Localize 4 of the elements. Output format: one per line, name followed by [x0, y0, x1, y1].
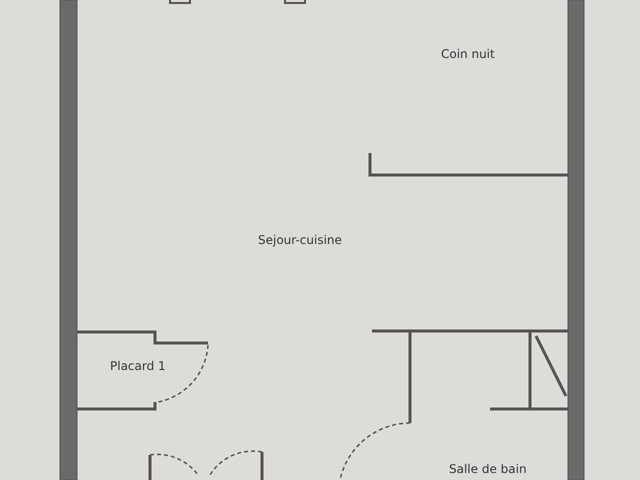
room-label: Salle de bain	[449, 462, 527, 476]
room-label: Placard 1	[110, 359, 166, 373]
room-label: Sejour-cuisine	[258, 233, 342, 247]
room-label: Coin nuit	[441, 47, 495, 61]
